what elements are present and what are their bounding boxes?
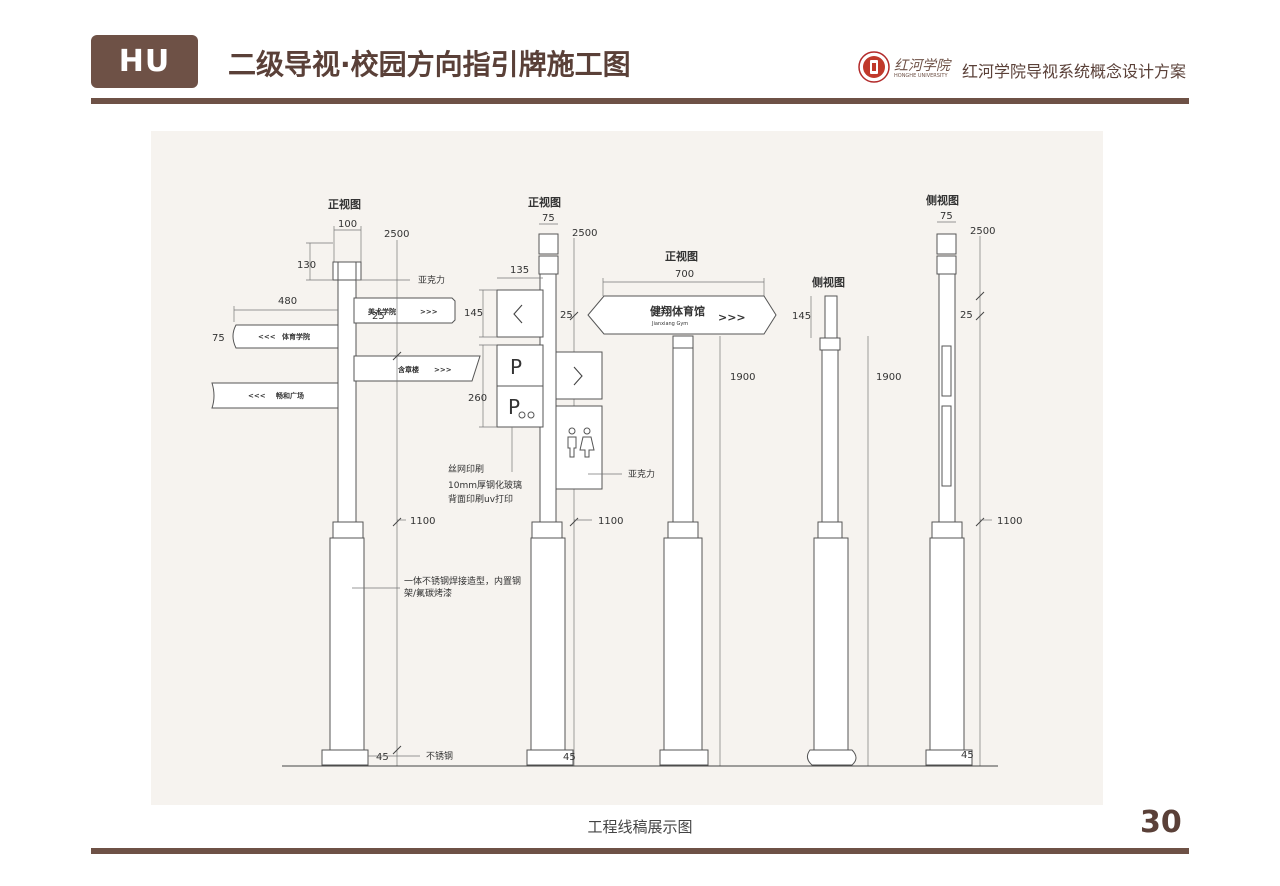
restroom-icon (567, 427, 595, 458)
view1-dim-arm: 480 (278, 296, 297, 307)
sign-text-1: 美术学院 (368, 307, 396, 316)
parking-icon: P (510, 355, 522, 379)
view4-heading: 侧视图 (812, 275, 845, 289)
footer-divider (91, 848, 1189, 854)
sign-arrow-1: >>> (420, 308, 438, 316)
header-divider (91, 98, 1189, 104)
sign-arm-3 (353, 355, 481, 382)
view2-dim-total: 2500 (572, 228, 597, 239)
view3-heading: 正视图 (665, 249, 698, 263)
sign-text-4: 畅和广场 (276, 391, 304, 400)
view5-side: 侧视图 75 2500 25 1100 45 (925, 193, 1022, 766)
view1-front: 正视图 100 130 美术学院 >>> <<< 体育学院 含章楼 >>> <<… (211, 197, 522, 766)
brand-logo: HU (91, 35, 198, 88)
school-emblem-icon (858, 51, 890, 83)
sign-text-2: 体育学院 (282, 332, 310, 341)
gym-sign-en: Jianxiang Gym (651, 321, 688, 327)
view1-dim-lower: 1100 (410, 516, 435, 527)
view1-dim-width: 100 (338, 219, 357, 230)
view5-dim-lower: 1100 (997, 516, 1022, 527)
view2-dim-panel-w: 135 (510, 265, 529, 276)
view1-dim-arm-h: 75 (212, 333, 225, 344)
view5-dim-gap: 25 (960, 310, 973, 321)
view1-dim-base: 45 (376, 752, 389, 763)
view4-dim-height: 1900 (876, 372, 901, 383)
view5-dim-width: 75 (940, 211, 953, 222)
panel-right-arrow (555, 351, 603, 400)
sign-arm-4 (211, 382, 339, 409)
view1-dim-gap: 25 (372, 311, 385, 322)
view1-dim-total: 2500 (384, 229, 409, 240)
view1-heading: 正视图 (328, 197, 361, 211)
view2-dim-gap: 25 (560, 310, 573, 321)
view5-dim-base: 45 (961, 750, 974, 761)
view3-dim-width: 700 (675, 269, 694, 280)
school-name: 红河学院 (894, 58, 950, 74)
gym-sign (587, 295, 777, 335)
gym-sign-cn: 健翔体育馆 (650, 304, 705, 318)
sign-arrow-2: <<< (258, 333, 276, 341)
sign-arrow-3: >>> (434, 366, 452, 374)
page-title: 二级导视·校园方向指引牌施工图 (228, 48, 631, 81)
sign-arm-2 (232, 324, 339, 349)
figure-caption: 工程线稿展示图 (587, 818, 693, 836)
view2-label-acrylic: 亚克力 (628, 468, 655, 480)
view2-dim-parking: 260 (468, 393, 487, 404)
view2-dim-width: 75 (542, 213, 555, 224)
sign-arm-1 (353, 297, 456, 324)
view4-dim-panel: 145 (792, 311, 811, 322)
document-subtitle: 红河学院导视系统概念设计方案 (962, 62, 1187, 81)
gym-sign-arrow: >>> (718, 311, 746, 324)
view2-label-print: 丝网印刷 (448, 463, 484, 475)
parking-bike-icon: P (508, 395, 520, 419)
view2-dim-lower: 1100 (598, 516, 623, 527)
view5-dim-total: 2500 (970, 226, 995, 237)
view3-front: 正视图 700 健翔体育馆 Jianxiang Gym >>> 1900 (587, 249, 777, 766)
school-name-en: HONGHE UNIVERSITY (894, 73, 948, 79)
sign-text-3: 含章楼 (398, 365, 419, 374)
chevron-right-icon (573, 366, 583, 386)
view4-side: 侧视图 145 1900 (792, 275, 901, 766)
panel-left-arrow (496, 289, 544, 338)
page-number: 30 (1140, 805, 1182, 840)
view1-label-steel: 不锈钢 (426, 750, 453, 762)
panel-restroom (555, 405, 603, 490)
view2-dim-base: 45 (563, 752, 576, 763)
view2-label-uv: 背面印刷uv打印 (448, 493, 513, 505)
view2-front: 正视图 75 2500 25 1100 45 135 145 P P (448, 195, 655, 766)
view2-dim-panel-h: 145 (464, 308, 483, 319)
view3-dim-height: 1900 (730, 372, 755, 383)
sign-arrow-4: <<< (248, 392, 266, 400)
chevron-left-icon (513, 304, 523, 324)
view5-heading: 侧视图 (926, 193, 959, 207)
view1-label-acrylic: 亚克力 (418, 274, 445, 286)
view2-heading: 正视图 (528, 195, 561, 209)
view1-dim-box: 130 (297, 260, 316, 271)
view1-label-body: 一体不锈钢焊接造型，内置钢架/氟碳烤漆 (404, 577, 522, 599)
view2-label-glass: 10mm厚钢化玻璃 (448, 479, 522, 491)
